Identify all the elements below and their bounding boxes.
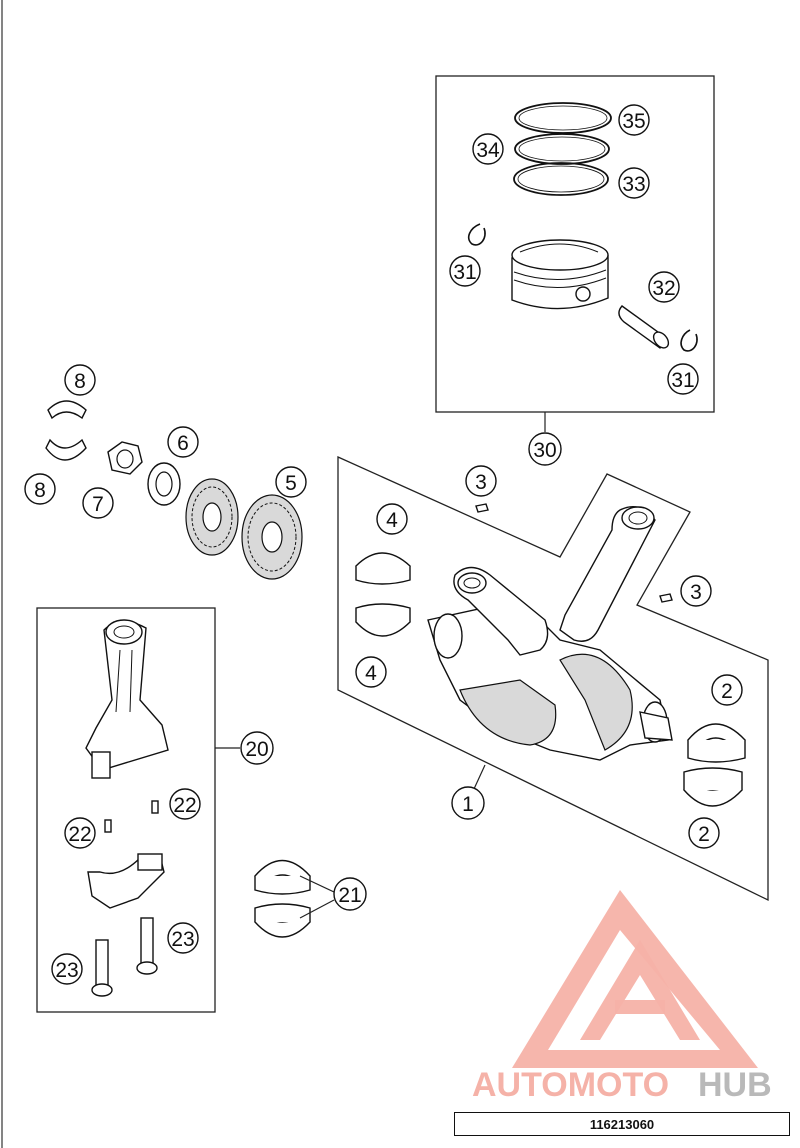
callout-8-bottom: 8 bbox=[24, 473, 56, 505]
svg-text:31: 31 bbox=[453, 261, 476, 284]
svg-text:4: 4 bbox=[365, 662, 377, 685]
nut-7[interactable] bbox=[107, 441, 143, 475]
callout-21: 21 bbox=[333, 877, 367, 911]
piston-pin-32[interactable] bbox=[618, 305, 671, 351]
main-bearing-shell-2-bottom[interactable] bbox=[683, 767, 743, 807]
callout-23-right: 23 bbox=[167, 922, 199, 954]
svg-text:AUTOMOTO: AUTOMOTO bbox=[472, 1066, 669, 1104]
dowel-22-right[interactable] bbox=[151, 800, 159, 814]
svg-text:33: 33 bbox=[622, 173, 645, 196]
piston-group-box: 35 34 33 31 32 31 bbox=[435, 75, 715, 432]
svg-text:34: 34 bbox=[476, 139, 500, 162]
callout-8-top: 8 bbox=[64, 364, 96, 396]
piston-ring-35[interactable] bbox=[514, 102, 612, 134]
rod-cap[interactable] bbox=[87, 853, 165, 909]
callout-2-top: 2 bbox=[711, 674, 743, 706]
woodruff-key-3-top[interactable] bbox=[475, 503, 489, 513]
callout-31-top: 31 bbox=[449, 255, 481, 287]
rod-bolt-23-right[interactable] bbox=[136, 917, 158, 975]
svg-text:2: 2 bbox=[698, 823, 710, 846]
svg-text:2: 2 bbox=[721, 680, 733, 703]
rod-bearing-shell-21-bottom[interactable] bbox=[254, 903, 311, 938]
svg-text:31: 31 bbox=[671, 369, 694, 392]
svg-text:8: 8 bbox=[34, 479, 46, 502]
svg-text:3: 3 bbox=[690, 581, 702, 604]
rod-bearing-shell-21-top[interactable] bbox=[254, 859, 311, 895]
circlip-31-top[interactable] bbox=[468, 223, 486, 246]
main-bearing-shell-2-top[interactable] bbox=[687, 723, 746, 763]
svg-text:30: 30 bbox=[533, 439, 556, 462]
svg-text:8: 8 bbox=[74, 370, 86, 393]
svg-text:22: 22 bbox=[173, 794, 196, 817]
svg-text:6: 6 bbox=[177, 432, 189, 455]
drawing-number: 116213060 bbox=[589, 1116, 655, 1132]
svg-text:1: 1 bbox=[462, 793, 474, 816]
callout-4-bottom: 4 bbox=[355, 656, 387, 688]
drawing-number-box: 116213060 bbox=[454, 1112, 790, 1136]
svg-text:20: 20 bbox=[245, 738, 268, 761]
svg-text:22: 22 bbox=[68, 823, 91, 846]
callout-20: 20 bbox=[240, 731, 274, 765]
automotohub-logo bbox=[512, 890, 758, 1068]
sprocket-small[interactable] bbox=[185, 478, 239, 556]
rod-bolt-23-left[interactable] bbox=[91, 939, 113, 997]
piston-ring-34[interactable] bbox=[514, 133, 610, 165]
callout-23-left: 23 bbox=[51, 953, 83, 985]
callout-22-left: 22 bbox=[64, 817, 96, 849]
callout-5: 5 bbox=[275, 466, 307, 498]
callout-22-right: 22 bbox=[169, 788, 201, 820]
dowel-22-left[interactable] bbox=[104, 819, 112, 833]
callout-30: 30 bbox=[528, 432, 562, 466]
gear-5[interactable] bbox=[241, 494, 303, 580]
callout-34: 34 bbox=[472, 133, 504, 165]
callout-4-top: 4 bbox=[376, 503, 408, 535]
crankshaft[interactable] bbox=[427, 599, 673, 761]
connecting-rod-20[interactable] bbox=[85, 619, 169, 779]
bearing-shell-8-bottom[interactable] bbox=[45, 438, 87, 461]
callout-3-right: 3 bbox=[680, 575, 712, 607]
svg-text:7: 7 bbox=[92, 493, 104, 516]
callout-6: 6 bbox=[167, 426, 199, 458]
callout-1: 1 bbox=[451, 786, 485, 820]
callout-31-bottom: 31 bbox=[667, 363, 699, 395]
svg-text:3: 3 bbox=[475, 471, 487, 494]
circlip-31-bottom[interactable] bbox=[680, 329, 698, 352]
connecting-rod-installed-right[interactable] bbox=[559, 506, 656, 642]
svg-text:4: 4 bbox=[386, 509, 398, 532]
connecting-rod-box: 22 22 23 23 bbox=[36, 607, 240, 1013]
svg-text:23: 23 bbox=[55, 959, 78, 982]
callout-32: 32 bbox=[648, 271, 680, 303]
callout-35: 35 bbox=[618, 104, 650, 136]
callout-7: 7 bbox=[82, 487, 114, 519]
washer-6[interactable] bbox=[147, 462, 181, 506]
svg-text:HUB: HUB bbox=[698, 1066, 772, 1104]
bearing-shell-8-top[interactable] bbox=[47, 400, 87, 420]
main-bearing-shell-4-bottom[interactable] bbox=[355, 603, 411, 637]
callout-2-bottom: 2 bbox=[688, 817, 720, 849]
main-bearing-shell-4-top[interactable] bbox=[355, 552, 411, 585]
svg-text:32: 32 bbox=[652, 277, 675, 300]
connecting-rod-installed-left[interactable] bbox=[453, 566, 549, 656]
callout-3-top: 3 bbox=[465, 465, 497, 497]
callout-33: 33 bbox=[618, 167, 650, 199]
piston[interactable] bbox=[511, 239, 609, 310]
svg-text:23: 23 bbox=[171, 928, 194, 951]
woodruff-key-3-right[interactable] bbox=[659, 593, 673, 603]
svg-text:35: 35 bbox=[622, 110, 645, 133]
piston-ring-33[interactable] bbox=[513, 162, 609, 196]
svg-text:5: 5 bbox=[285, 472, 297, 495]
automotohub-wordmark: AUTOMOTO HUB bbox=[472, 1066, 772, 1104]
svg-text:21: 21 bbox=[338, 884, 361, 907]
